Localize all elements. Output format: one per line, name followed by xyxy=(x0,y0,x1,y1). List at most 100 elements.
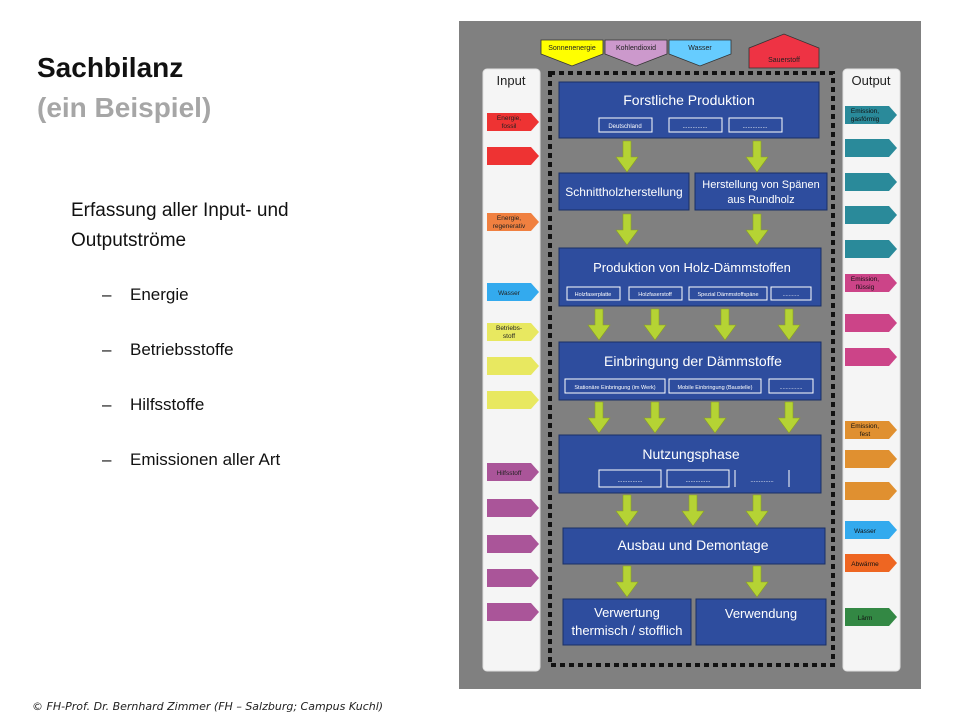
input-arrow-shape xyxy=(487,113,539,131)
sub-label: .............. xyxy=(750,478,774,484)
output-arrow-12: Abwärme xyxy=(845,554,897,572)
sub-label: Holzfaserplatte xyxy=(575,292,612,298)
sub-label: ........... xyxy=(783,292,800,298)
bullet-dash: – xyxy=(102,285,112,304)
flow-arrow-icon xyxy=(745,213,769,246)
process-forstliche-produktion: Forstliche Produktion Deutschland ......… xyxy=(558,81,820,139)
bullet-dash: – xyxy=(102,450,112,469)
output-arrow-label: Wasser xyxy=(854,528,877,535)
input-arrow-9 xyxy=(487,535,539,553)
output-arrow-9 xyxy=(845,450,897,468)
process-box xyxy=(694,172,828,211)
system-boundary xyxy=(548,71,835,667)
resource-2: Wasser xyxy=(668,39,732,67)
output-arrow-label: flüssig xyxy=(856,284,875,291)
process-verwendung: Verwendung xyxy=(695,598,827,646)
output-arrow-shape xyxy=(845,521,897,539)
input-arrow-label: regenerativ xyxy=(493,223,526,230)
sub-label: Deutschland xyxy=(608,124,641,130)
output-arrow-13: Lärm xyxy=(845,608,897,626)
sub-box xyxy=(564,378,666,394)
process-title-line2: thermisch / stofflich xyxy=(571,623,682,638)
sub-label: ............... xyxy=(682,124,707,130)
output-arrow-6 xyxy=(845,314,897,332)
input-arrow-shape xyxy=(487,463,539,481)
output-arrow-shape xyxy=(845,206,897,224)
process-title: Nutzungsphase xyxy=(642,446,740,462)
output-arrow-2 xyxy=(845,173,897,191)
bullet-dash: – xyxy=(102,340,112,359)
output-arrow-label: fest xyxy=(860,431,871,438)
input-arrow-shape xyxy=(487,603,539,621)
process-ausbau: Ausbau und Demontage xyxy=(562,527,826,565)
input-arrow-1 xyxy=(487,147,539,165)
input-arrow-11 xyxy=(487,603,539,621)
process-spaene: Herstellung von Spänen aus Rundholz xyxy=(694,172,828,211)
output-arrow-shape xyxy=(845,139,897,157)
output-arrow-shape xyxy=(845,314,897,332)
input-arrow-0: Energie,fossil xyxy=(487,113,539,131)
flow-arrow-icon xyxy=(681,494,705,527)
sub-label: Mobile Einbringung (Baustelle) xyxy=(678,385,753,391)
output-arrow-label: Emission, xyxy=(851,276,879,283)
bullet-energie: –Energie xyxy=(102,285,189,305)
output-arrow-label: Abwärme xyxy=(851,561,879,568)
bullet-text: Emissionen aller Art xyxy=(130,450,281,469)
sub-label: ............... xyxy=(742,124,767,130)
process-title: Schnittholzherstellung xyxy=(565,185,682,199)
output-arrow-label: gasförmig xyxy=(851,116,880,123)
resource-pentagon xyxy=(748,33,820,69)
bullet-dash: – xyxy=(102,395,112,414)
bullet-emissionen: –Emissionen aller Art xyxy=(102,450,280,470)
bullet-text: Betriebsstoffe xyxy=(130,340,234,359)
flow-arrow-icon xyxy=(615,565,639,598)
sub-box xyxy=(666,469,730,488)
sub-box xyxy=(728,117,783,133)
output-arrow-label: Emission, xyxy=(851,423,879,430)
flow-arrow-icon xyxy=(587,308,611,341)
input-arrow-shape xyxy=(487,283,539,301)
output-label: Output xyxy=(851,73,890,88)
output-arrow-0: Emission,gasförmig xyxy=(845,106,897,124)
output-arrow-10 xyxy=(845,482,897,500)
input-label: Input xyxy=(497,73,526,88)
flow-arrow-icon xyxy=(615,213,639,246)
input-arrow-shape xyxy=(487,535,539,553)
input-arrow-label: Energie, xyxy=(497,115,521,122)
process-title-line1: Verwertung xyxy=(594,605,660,620)
input-arrow-7: Hilfsstoff xyxy=(487,463,539,481)
flow-arrow-icon xyxy=(745,494,769,527)
input-arrow-shape xyxy=(487,147,539,165)
process-nutzungsphase: Nutzungsphase ............... ..........… xyxy=(558,434,822,494)
input-arrow-label: Energie, xyxy=(497,215,521,222)
output-arrow-shape xyxy=(845,482,897,500)
process-schnittholz: Schnittholzherstellung xyxy=(558,172,690,211)
slide-title: Sachbilanz xyxy=(37,52,184,83)
sub-box xyxy=(768,378,814,394)
process-title: Einbringung der Dämmstoffe xyxy=(604,353,782,369)
resource-pentagon xyxy=(604,39,668,67)
bullet-text: Hilfsstoffe xyxy=(130,395,205,414)
flow-arrow-icon xyxy=(745,140,769,173)
input-arrow-shape xyxy=(487,569,539,587)
sub-box xyxy=(668,117,723,133)
bullet-hilfsstoffe: –Hilfsstoffe xyxy=(102,395,204,415)
flow-arrow-icon xyxy=(713,308,737,341)
input-arrow-8 xyxy=(487,499,539,517)
sub-label: Holzfaserstoff xyxy=(638,292,672,298)
flow-arrow-icon xyxy=(745,565,769,598)
resource-3: Sauerstoff xyxy=(748,33,820,69)
sub-box xyxy=(598,117,653,133)
sub-label: ............... xyxy=(685,478,710,484)
output-arrow-11: Wasser xyxy=(845,521,897,539)
sub-box xyxy=(598,469,662,488)
flow-arrow-icon xyxy=(615,494,639,527)
process-box xyxy=(695,598,827,646)
flow-arrow-icon xyxy=(703,401,727,434)
intro-text: Erfassung aller Input- und Outputströme xyxy=(71,200,289,251)
sub-box xyxy=(566,286,621,301)
input-arrow-label: stoff xyxy=(503,333,515,340)
input-arrow-label: Betriebs- xyxy=(496,325,522,332)
flow-arrow-icon xyxy=(643,401,667,434)
